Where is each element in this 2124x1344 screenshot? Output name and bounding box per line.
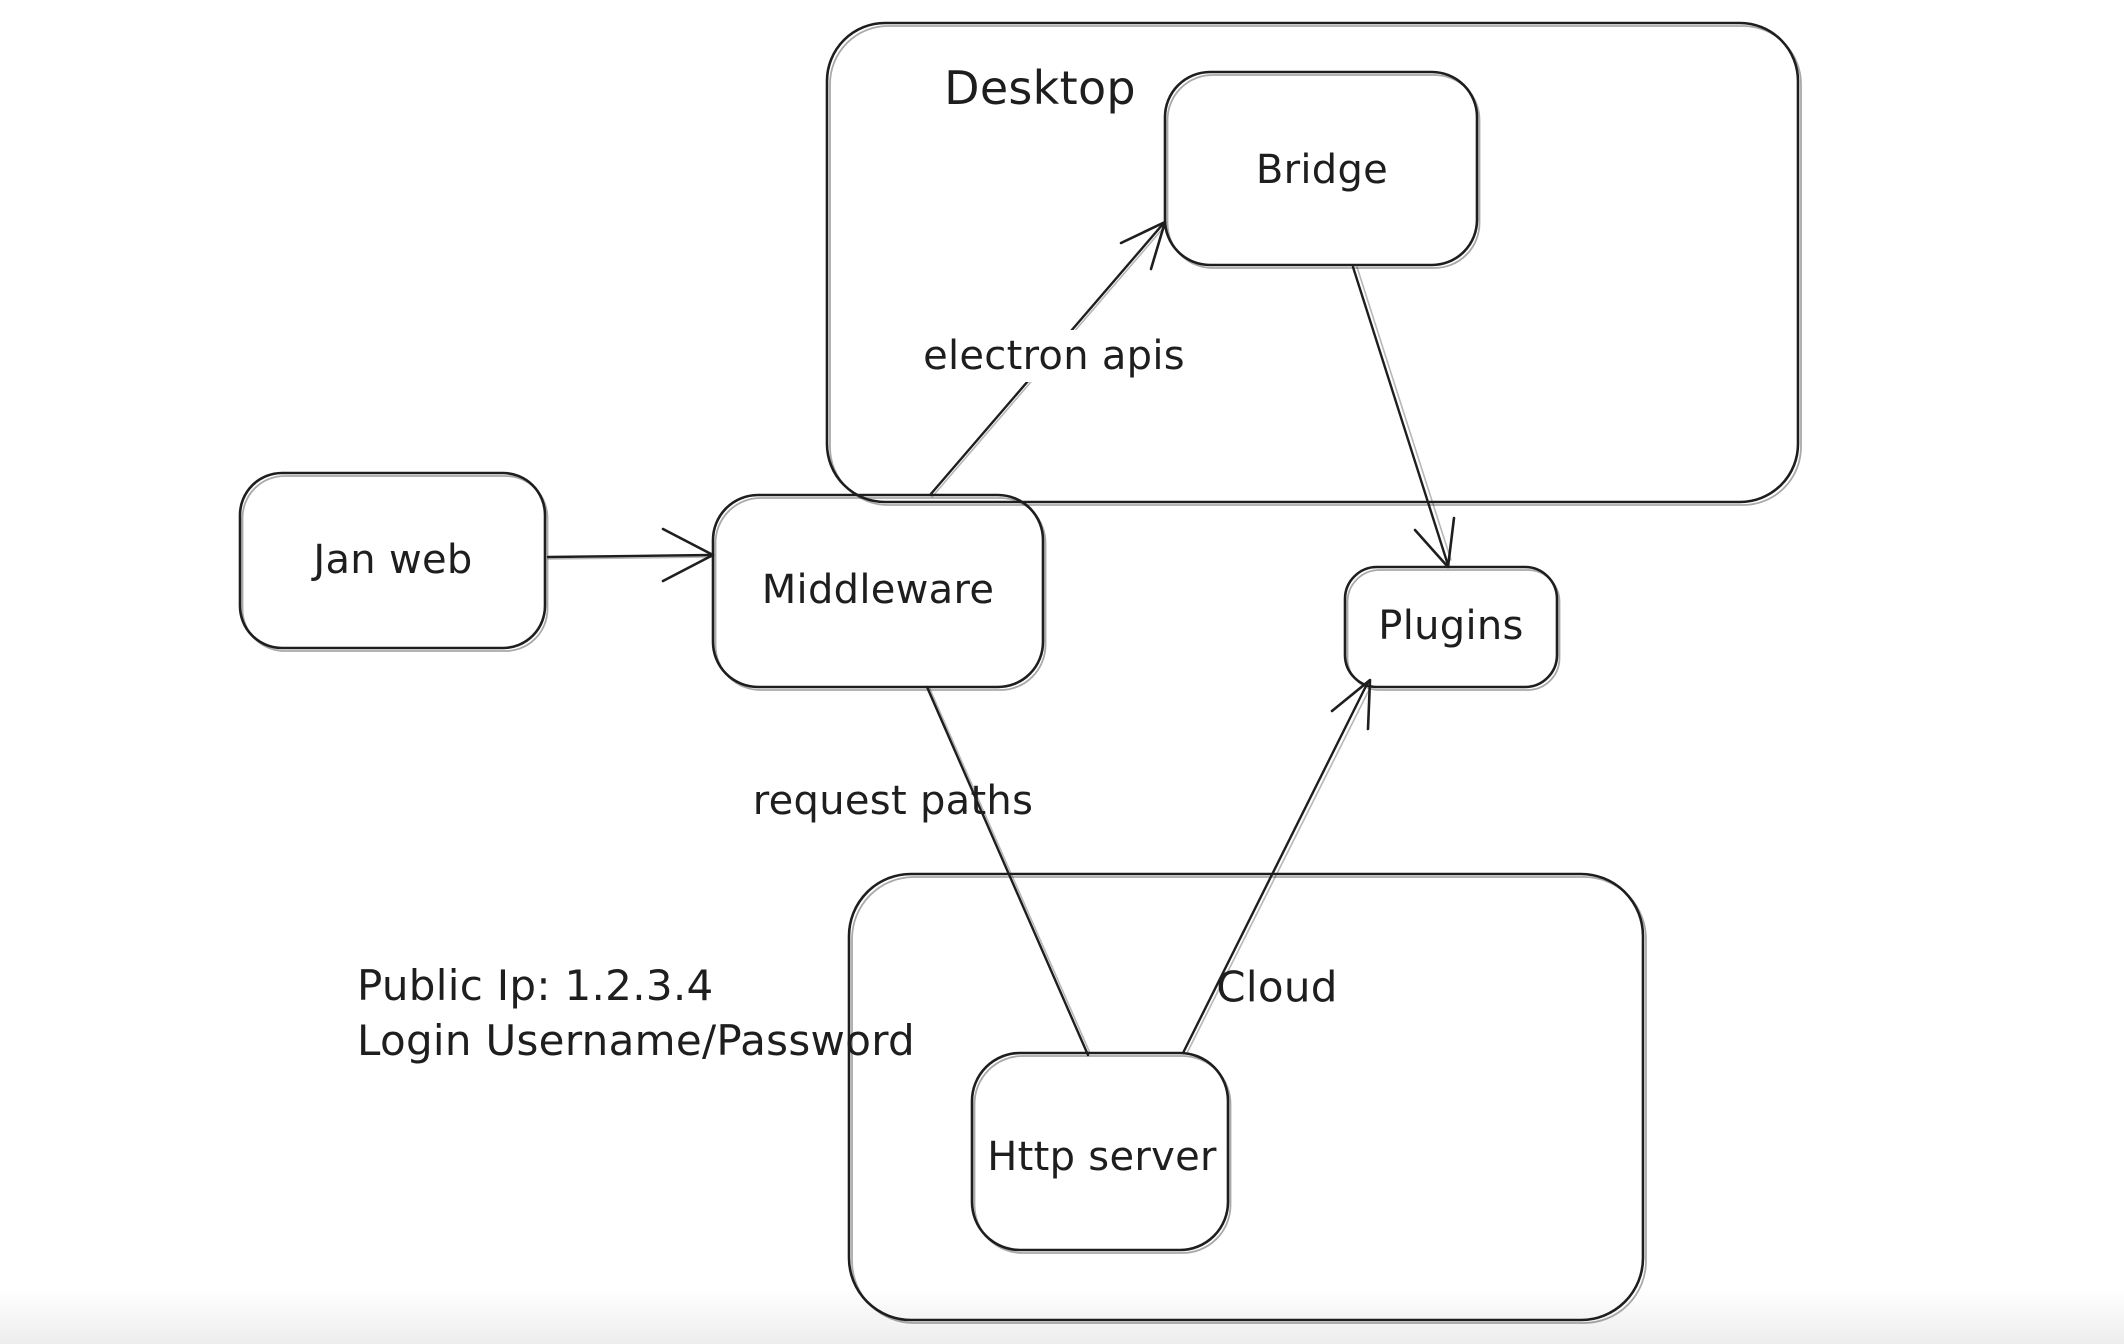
arrowhead-into-bridge [1119, 220, 1167, 271]
arrowhead-into-middleware [661, 527, 715, 583]
edge-bridge-to-plugins[interactable] [1351, 265, 1456, 569]
edge-label-request-paths[interactable]: request paths [752, 778, 1034, 824]
edge-label-electron-apis[interactable]: electron apis [907, 330, 1201, 382]
annotation-public-ip: Public Ip: 1.2.3.4 [357, 961, 714, 1010]
label-bridge[interactable]: Bridge [1255, 147, 1389, 193]
container-desktop-box[interactable] [825, 21, 1802, 506]
node-plugins-box[interactable] [1343, 565, 1561, 691]
arrowhead-into-plugins-top [1413, 516, 1456, 569]
label-middleware[interactable]: Middleware [761, 567, 995, 613]
edge-http-server-to-plugins[interactable] [1181, 678, 1372, 1055]
label-cloud[interactable]: Cloud [1216, 962, 1338, 1012]
node-http-server-box[interactable] [970, 1051, 1232, 1254]
label-jan-web[interactable]: Jan web [313, 537, 473, 583]
edge-jan-web-to-middleware[interactable] [546, 527, 715, 583]
container-cloud-box[interactable] [847, 872, 1647, 1324]
annotation-credentials[interactable]: Public Ip: 1.2.3.4 Login Username/Passwo… [357, 958, 915, 1068]
label-http-server[interactable]: Http server [987, 1134, 1217, 1180]
annotation-login: Login Username/Password [357, 1016, 915, 1065]
node-jan-web-box[interactable] [238, 471, 549, 652]
arrowhead-into-plugins-bottom [1330, 678, 1372, 731]
label-desktop[interactable]: Desktop [944, 61, 1136, 115]
node-bridge-box[interactable] [1163, 70, 1481, 269]
label-plugins[interactable]: Plugins [1378, 603, 1524, 649]
edge-middleware-to-http-server[interactable] [925, 685, 1091, 1057]
node-middleware-box[interactable] [711, 493, 1047, 691]
